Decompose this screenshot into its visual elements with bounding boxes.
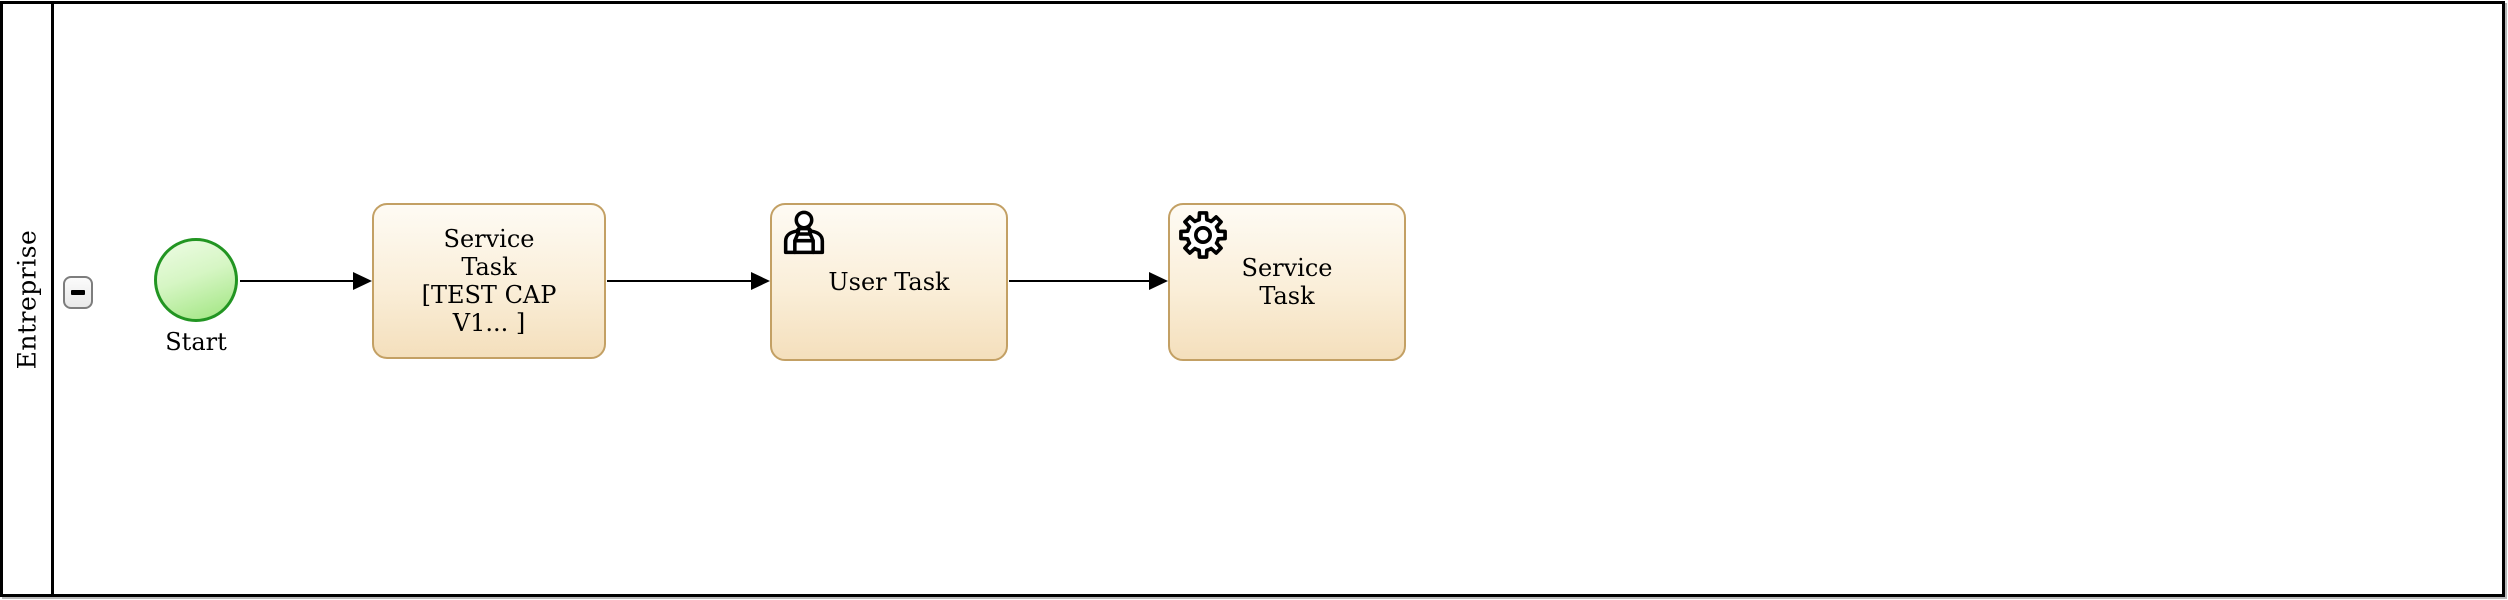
arrowhead-icon [1149, 272, 1168, 290]
task-user[interactable]: User Task [770, 203, 1008, 361]
arrowhead-icon [751, 272, 770, 290]
task-label-line: Task [461, 253, 517, 281]
task-service-2[interactable]: Service Task [1168, 203, 1406, 361]
pool-label-column: Entreprise [3, 4, 54, 594]
task-label-line: [TEST CAP [421, 281, 557, 309]
collapse-pool-button[interactable] [63, 276, 93, 309]
user-icon [783, 210, 825, 255]
task-label-line: Service [443, 225, 535, 253]
pool-label: Entreprise [12, 229, 42, 369]
minus-icon [71, 290, 85, 295]
task-label-line: V1... ] [452, 309, 526, 337]
arrowhead-icon [353, 272, 372, 290]
task-service-1[interactable]: Service Task [TEST CAP V1... ] [372, 203, 606, 359]
start-event-label: Start [165, 328, 227, 356]
start-event[interactable] [154, 238, 238, 322]
task-label-line: User Task [828, 268, 950, 296]
task-label-line: Service [1241, 254, 1333, 282]
task-label-line: Task [1259, 282, 1315, 310]
gear-icon [1179, 211, 1227, 259]
